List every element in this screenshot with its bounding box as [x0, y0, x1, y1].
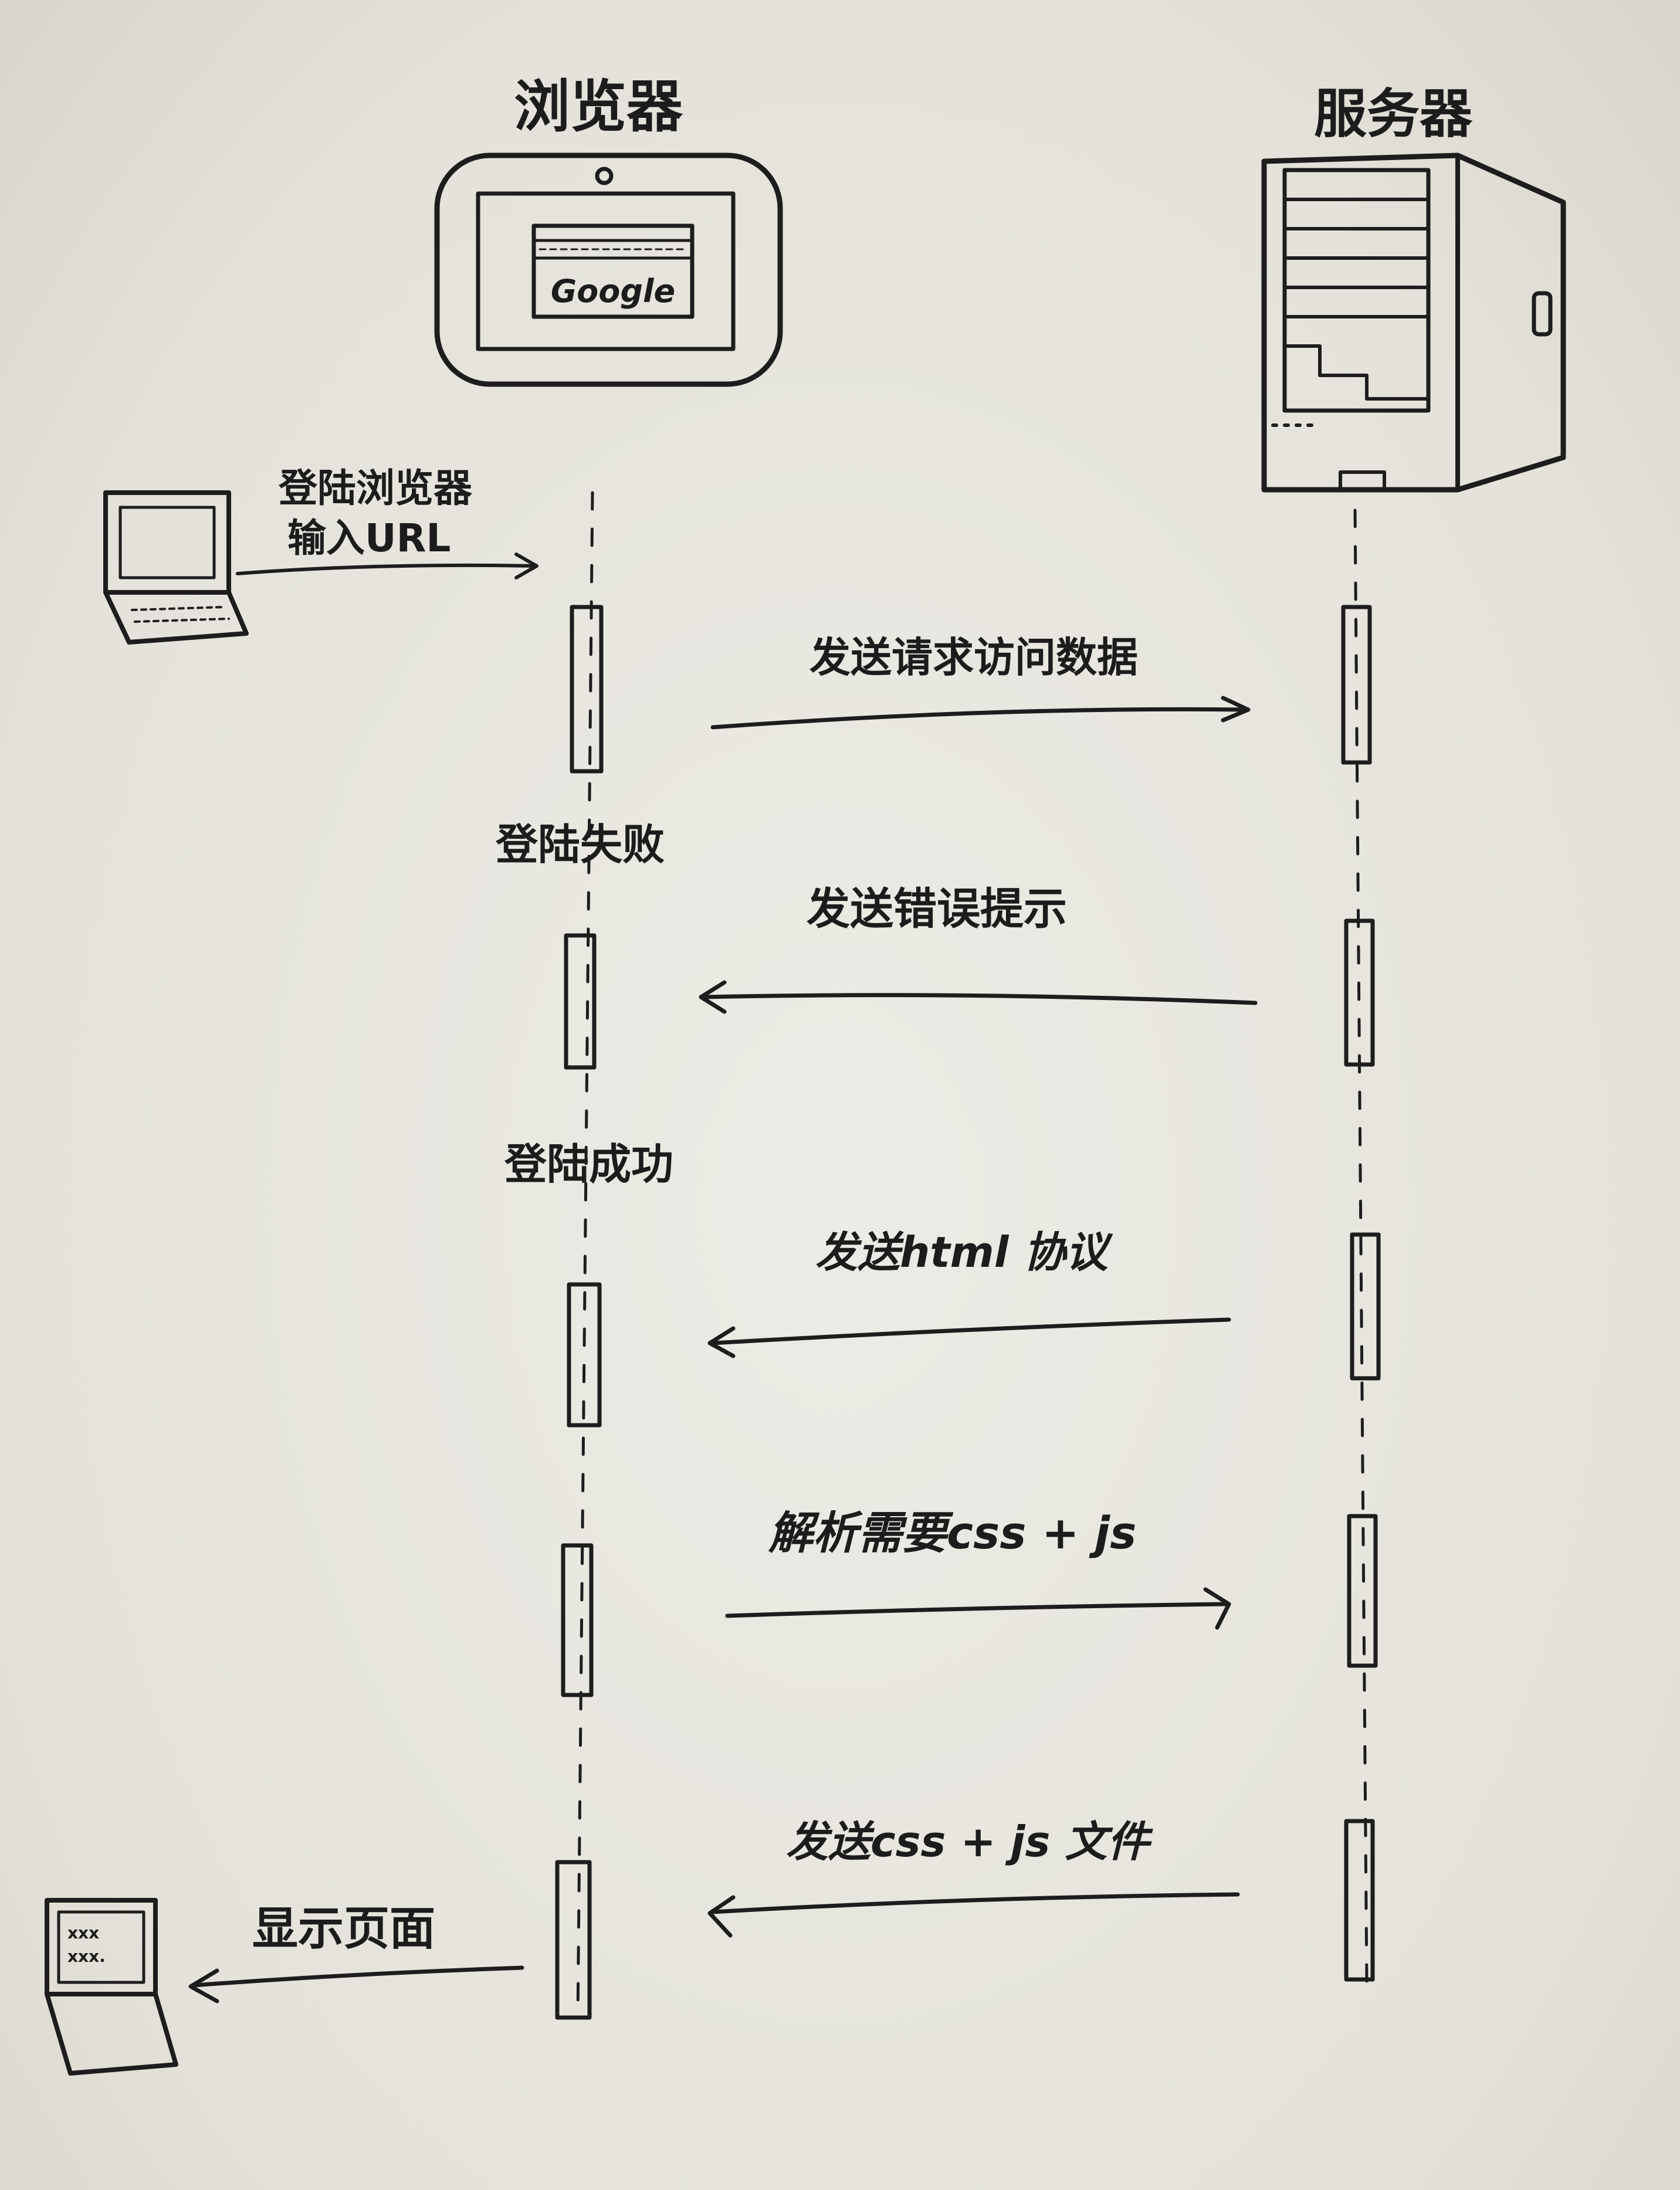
browser-activation-4 [561, 1543, 594, 1697]
send-html-label: 发送html 协议 [815, 1228, 1113, 1277]
server-activation-1 [1341, 605, 1372, 765]
google-screen-text: Google [551, 273, 675, 310]
send-request-label: 发送请求访问数据 [809, 633, 1138, 682]
arrow-show-page [188, 1965, 524, 2003]
server-title: 服务器 [1314, 83, 1473, 145]
arrow-send-css-js [707, 1892, 1240, 1938]
arrow-send-html [707, 1317, 1231, 1358]
browser-activation-5 [555, 1860, 592, 2020]
browser-activation-1 [570, 605, 604, 774]
arrow-send-request [710, 696, 1251, 730]
send-error-label: 发送错误提示 [807, 884, 1067, 934]
server-activation-2 [1344, 918, 1375, 1067]
arrow-send-error [699, 980, 1258, 1014]
send-css-js-label: 发送css + js 文件 [786, 1817, 1153, 1866]
browser-tablet-icon: Google [434, 152, 783, 387]
show-page-label: 显示页面 [252, 1903, 435, 1955]
server-tower-icon [1261, 152, 1566, 493]
server-activation-5 [1344, 1819, 1375, 1982]
arrow-parse-need [725, 1587, 1231, 1630]
user-laptop-icon [103, 490, 249, 645]
login-success-label: 登陆成功 [504, 1140, 673, 1189]
server-lifeline [1353, 508, 1369, 1984]
browser-activation-3 [567, 1282, 602, 1428]
parse-need-label: 解析需要css + js [768, 1507, 1136, 1559]
arrow-login-input [236, 552, 538, 579]
browser-activation-2 [564, 933, 597, 1070]
server-activation-3 [1350, 1232, 1381, 1381]
login-input-label: 登陆浏览器输入URL [278, 466, 473, 561]
login-fail-label: 登陆失败 [495, 820, 665, 869]
browser-title: 浏览器 [514, 74, 683, 140]
server-activation-4 [1347, 1514, 1378, 1668]
browser-lifeline [576, 491, 594, 2019]
